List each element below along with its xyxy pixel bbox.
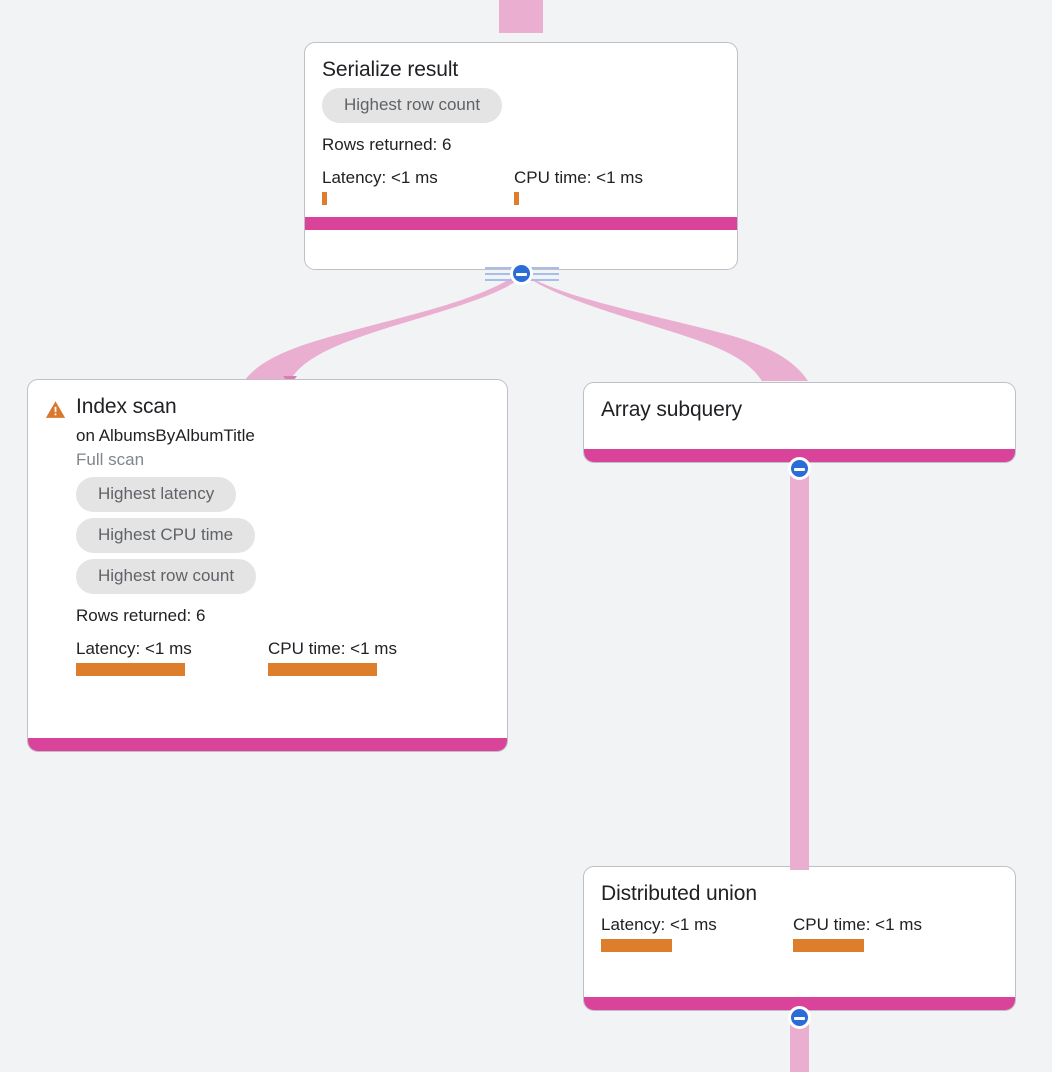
collapse-toggle-distributed-union[interactable] <box>788 1006 811 1029</box>
metric-cpu-time: CPU time: <1 ms <box>514 167 706 205</box>
metric-latency-label: Latency: <1 ms <box>601 915 717 934</box>
chip-highest-latency: Highest latency <box>76 477 237 512</box>
node-serialize-result-body: Serialize result Highest row count Rows … <box>305 43 737 217</box>
rows-returned-label: Rows returned: 6 <box>76 606 206 625</box>
node-serialize-result-metrics: Latency: <1 ms CPU time: <1 ms <box>322 167 720 205</box>
collapse-toggle-serialize-result[interactable] <box>510 262 533 285</box>
node-index-scan-footer <box>28 738 507 751</box>
node-distributed-union-footer <box>584 997 1015 1010</box>
chip-highest-row-count: Highest row count <box>322 88 503 123</box>
metric-cpu-time-bar <box>268 663 377 676</box>
node-distributed-union-metrics: Latency: <1 ms CPU time: <1 ms <box>601 914 998 952</box>
node-index-scan-subtitle: on AlbumsByAlbumTitle <box>76 426 255 445</box>
node-array-subquery-footer <box>584 449 1015 462</box>
node-index-scan-scan-type: Full scan <box>76 450 145 469</box>
edge-incoming-top <box>499 0 543 33</box>
node-title: Distributed union <box>601 882 757 905</box>
edge-serialize-to-array-subquery <box>521 272 808 381</box>
chip-highest-cpu-time: Highest CPU time <box>76 518 256 553</box>
node-index-scan-body: Index scan on AlbumsByAlbumTitle Full sc… <box>28 380 507 688</box>
metric-latency: Latency: <1 ms <box>601 914 793 952</box>
metric-latency-label: Latency: <1 ms <box>76 639 192 658</box>
node-serialize-result-footer <box>305 217 737 230</box>
metric-cpu-time-label: CPU time: <1 ms <box>268 639 397 658</box>
node-array-subquery[interactable]: Array subquery <box>583 382 1016 463</box>
node-distributed-union[interactable]: Distributed union Latency: <1 ms CPU tim… <box>583 866 1016 1011</box>
rows-returned-label: Rows returned: 6 <box>322 135 452 154</box>
node-title: Array subquery <box>601 398 742 421</box>
metric-latency-label: Latency: <1 ms <box>322 168 438 187</box>
edge-serialize-to-index-scan <box>244 272 524 381</box>
node-title: Serialize result <box>322 58 459 81</box>
metric-latency-bar <box>322 192 327 205</box>
metric-cpu-time-label: CPU time: <1 ms <box>514 168 643 187</box>
node-index-scan[interactable]: Index scan on AlbumsByAlbumTitle Full sc… <box>27 379 508 752</box>
metric-cpu-time: CPU time: <1 ms <box>268 638 460 676</box>
warning-triangle-icon <box>45 401 66 418</box>
metric-cpu-time: CPU time: <1 ms <box>793 914 985 952</box>
collapse-toggle-array-subquery[interactable] <box>788 457 811 480</box>
node-index-scan-title-row: Index scan <box>45 394 490 420</box>
node-distributed-union-title-row: Distributed union <box>601 881 998 907</box>
node-serialize-result[interactable]: Serialize result Highest row count Rows … <box>304 42 738 270</box>
node-index-scan-chips: Highest latency Highest CPU time Highest… <box>76 477 490 600</box>
metric-latency-bar <box>601 939 672 952</box>
node-index-scan-metrics: Latency: <1 ms CPU time: <1 ms <box>76 638 490 676</box>
node-array-subquery-body: Array subquery <box>584 383 1015 433</box>
node-serialize-result-chips: Highest row count <box>322 88 720 129</box>
node-title: Index scan <box>76 395 177 418</box>
metric-cpu-time-bar <box>793 939 864 952</box>
chip-highest-row-count: Highest row count <box>76 559 257 594</box>
node-distributed-union-body: Distributed union Latency: <1 ms CPU tim… <box>584 867 1015 964</box>
metric-latency-bar <box>76 663 185 676</box>
metric-cpu-time-label: CPU time: <1 ms <box>793 915 922 934</box>
metric-latency: Latency: <1 ms <box>322 167 514 205</box>
edge-array-subquery-to-distributed-union <box>790 462 809 870</box>
metric-latency: Latency: <1 ms <box>76 638 268 676</box>
node-array-subquery-title-row: Array subquery <box>601 397 998 423</box>
metric-cpu-time-bar <box>514 192 519 205</box>
node-serialize-result-title-row: Serialize result <box>322 57 720 83</box>
